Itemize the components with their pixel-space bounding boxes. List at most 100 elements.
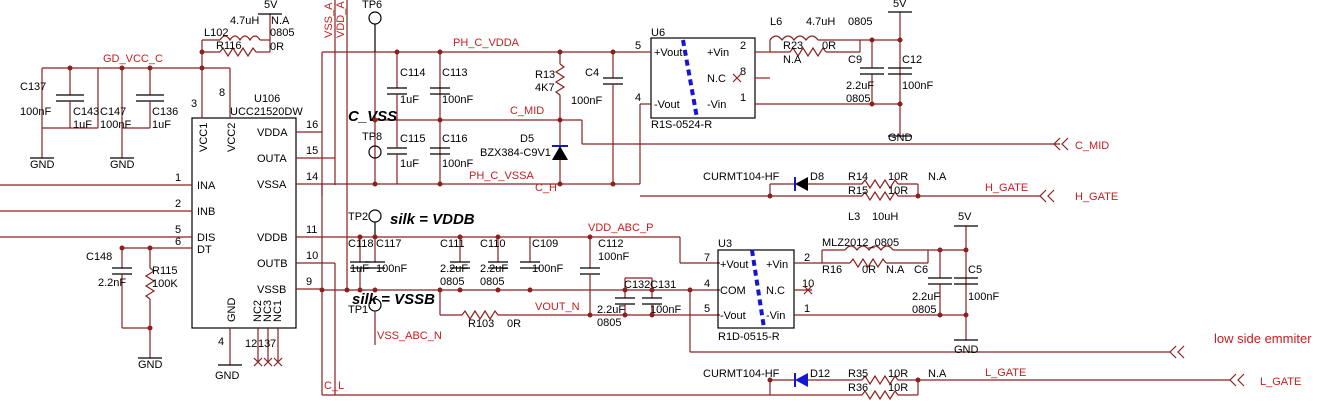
pin-num: 6	[175, 236, 181, 248]
r14-value: 10R	[888, 171, 908, 183]
u3-pin-nvout: -Vout	[720, 310, 746, 322]
l3-value: 10uH	[872, 211, 898, 223]
c112-ref: C112	[598, 238, 623, 250]
c132-ref: C132	[624, 279, 650, 291]
d12-value: CURMT104-HF	[703, 368, 780, 380]
c5-ref: C5	[968, 264, 982, 276]
vss-vdd-rails: VSS_A VDD_A	[321, 0, 640, 395]
offpage-label-c-mid: C_MID	[1075, 140, 1109, 152]
net-vss-abc-n: VSS_ABC_N	[377, 330, 442, 342]
u106-part: UCC21520DW	[230, 106, 303, 118]
pin-vssb: VSSB	[257, 284, 286, 296]
d8-value: CURMT104-HF	[703, 171, 780, 183]
pin-dis: DIS	[197, 232, 215, 244]
r116-ref: R116	[216, 40, 241, 52]
note-silk-vssb: silk = VSSB	[352, 291, 435, 308]
note-c-vss: C_VSS	[348, 108, 397, 125]
r16-value: 0R	[862, 264, 876, 276]
l6-package: 0805	[848, 16, 872, 28]
c136-ref: C136	[152, 106, 178, 118]
c117-value: 100nF	[376, 263, 407, 275]
pin-num: 2	[740, 40, 746, 52]
c137-value: 100nF	[20, 106, 51, 118]
u6-pin-pvin: +Vin	[707, 47, 729, 59]
c111-ref: C111	[440, 238, 465, 250]
c137-ref: C137	[20, 81, 46, 93]
tp8-ref: TP8	[362, 131, 382, 143]
c131-ref: C131	[650, 279, 676, 291]
u3-dcdc-module: U3 R1D-0515-R +Vout COM -Vout +Vin N.C -…	[704, 211, 999, 356]
l3-ref: L3	[848, 211, 860, 223]
c12-ref: C12	[902, 54, 922, 66]
vcc-input-network: GD_VCC_C 5V L102 4.7uH N.A R116 0805 0R …	[20, 0, 294, 171]
pin-num: 5	[704, 303, 710, 315]
c113-ref: C113	[442, 67, 467, 79]
gnd-label: GND	[215, 370, 240, 382]
net-c-h: C_H	[535, 182, 557, 194]
d8-ref: D8	[810, 171, 824, 183]
c116-ref: C116	[442, 133, 467, 145]
offpage-low-side-emitter: low side emmiter	[1169, 331, 1312, 359]
r35-ref: R35	[848, 368, 868, 380]
l6-ref: L6	[770, 16, 782, 28]
low-side-supply: TP2 silk = VDDB VDD_ABC_P C118 1uF C117 …	[322, 209, 1170, 353]
pin-vdda: VDDA	[257, 127, 288, 139]
c110-ref: C110	[480, 238, 505, 250]
pin-num: 4	[218, 336, 224, 348]
r23-value: 0R	[822, 40, 836, 52]
u6-pin-pvout: +Vout	[654, 47, 682, 59]
r15-ref: R15	[848, 185, 868, 197]
offpage-c-mid: C_MID	[1053, 137, 1109, 152]
c118-ref: C118	[348, 238, 373, 250]
u3-pin-pvout: +Vout	[720, 259, 748, 271]
pin-num: 10	[802, 278, 814, 290]
u6-part: R1S-0524-R	[651, 119, 712, 131]
gnd-label: GND	[954, 344, 979, 356]
gnd-label: GND	[888, 132, 913, 144]
c4-value: 100nF	[571, 95, 602, 107]
d12-ref: D12	[810, 368, 830, 380]
gnd-label: GND	[138, 359, 163, 371]
c111-value: 2.2uF	[440, 263, 468, 275]
c109-value: 100nF	[532, 263, 563, 275]
l3-part: MLZ2012_0805	[822, 237, 899, 249]
c131-value: 100nF	[650, 304, 681, 316]
l102-ref: L102	[204, 27, 228, 39]
u3-pin-nvin: -Vin	[766, 310, 785, 322]
u106-ref: U106	[254, 93, 280, 105]
u6-pin-nvout: -Vout	[654, 99, 680, 111]
c132-value: 2.2uF	[597, 304, 625, 316]
power-5v: 5V	[264, 0, 278, 11]
r13-ref: R13	[535, 69, 555, 81]
pin-vcc2: VCC2	[226, 123, 238, 152]
c4-ref: C4	[585, 67, 599, 79]
r36-na: N.A	[928, 368, 947, 380]
r116-package: 0805	[270, 27, 294, 39]
pin-gnd: GND	[226, 298, 238, 323]
pin-vcc1: VCC1	[198, 123, 210, 152]
l102-na: N.A	[271, 15, 290, 27]
r13-value: 4K7	[535, 82, 555, 94]
d5-value: BZX384-C9V1	[480, 147, 551, 159]
r35-value: 10R	[888, 368, 908, 380]
tp2-ref: TP2	[348, 211, 368, 223]
pin-num: 14	[306, 171, 318, 183]
c111-package: 0805	[440, 276, 464, 288]
offpage-label-low-side: low side emmiter	[1214, 331, 1312, 346]
pin-num: 1	[740, 92, 746, 104]
c6-package: 0805	[912, 304, 936, 316]
c143-ref: C143	[73, 106, 99, 118]
high-side-supply: TP6 PH_C_VDDA C114 1uF C113 100nF C_MID …	[322, 0, 1060, 194]
pin-num: 7	[270, 338, 276, 350]
c109-ref: C109	[532, 238, 558, 250]
power-5v: 5V	[958, 211, 972, 223]
u3-pin-nc: N.C	[766, 285, 785, 297]
r115-value: 100K	[152, 278, 178, 290]
r16-na: N.A	[886, 264, 905, 276]
c110-value: 2.2uF	[480, 263, 508, 275]
dead-time-network: GND C148 2.2nF R115 100K	[86, 245, 178, 371]
gnd-label: GND	[110, 159, 135, 171]
c110-package: 0805	[480, 276, 504, 288]
